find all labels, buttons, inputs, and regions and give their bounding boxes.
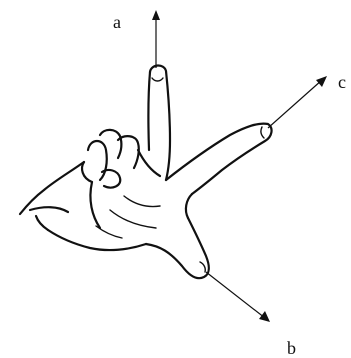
axis-b-arrow <box>206 272 270 322</box>
axis-c-arrow <box>268 76 327 128</box>
axis-a-arrow <box>152 10 160 68</box>
label-c: c <box>338 72 346 92</box>
label-b: b <box>287 338 296 358</box>
hand-icon <box>20 65 272 278</box>
label-a: a <box>113 12 121 32</box>
